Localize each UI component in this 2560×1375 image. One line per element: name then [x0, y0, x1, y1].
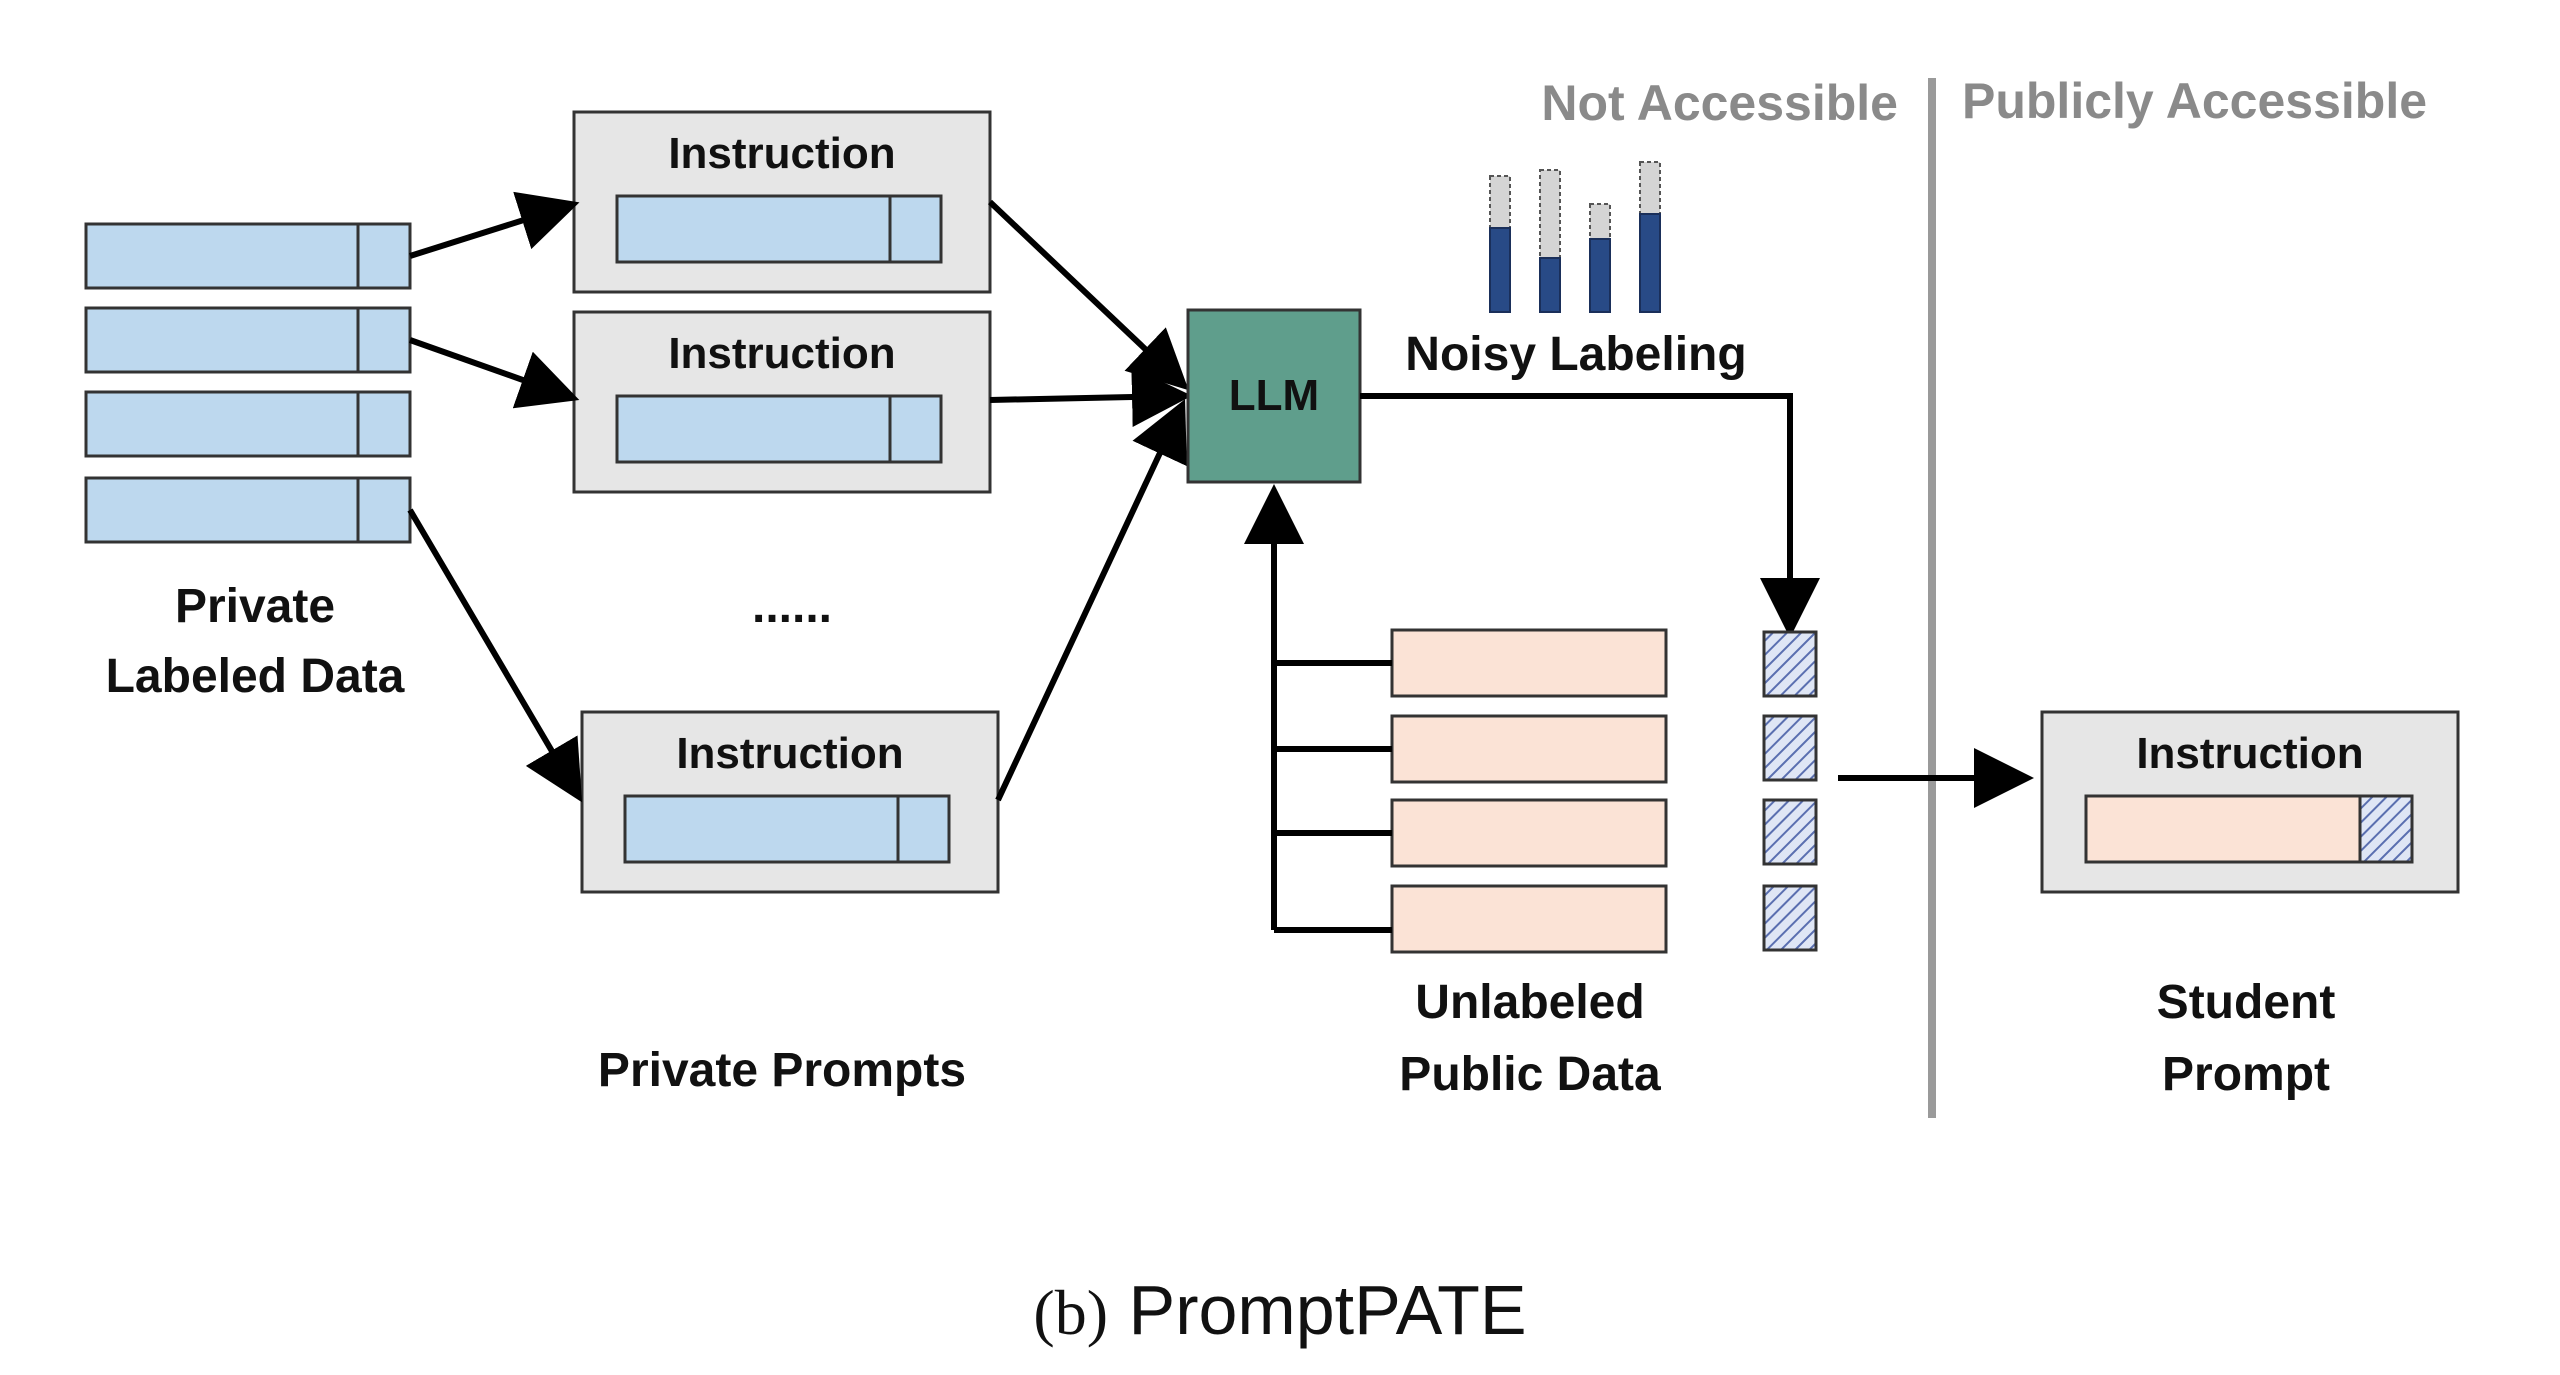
prompt-to-llm-arrow [987, 199, 1189, 391]
noisy-labels-column [1762, 630, 1818, 952]
noisy-label-square [1762, 714, 1818, 782]
private-prompts-label: Private Prompts [598, 1044, 966, 1097]
noisy-label-square [1762, 884, 1818, 952]
private-prompt-box: Instruction [572, 310, 992, 494]
prompt-to-llm-arrow [995, 399, 1187, 802]
private-data-row [84, 390, 412, 458]
vote-bar [1539, 257, 1561, 313]
public-data-row [1390, 798, 1668, 868]
private-data-label-line1: Private [175, 580, 335, 633]
figure-caption: (b) PromptPATE [1033, 1271, 1526, 1349]
instruction-label: Instruction [676, 729, 903, 778]
vote-histogram [1489, 161, 1661, 313]
noisy-label-square [1762, 630, 1818, 698]
private-data-row [84, 476, 412, 544]
public-data-row [1390, 884, 1668, 954]
data-to-prompt-arrow [407, 508, 583, 803]
vote-bar [1489, 227, 1511, 313]
vote-bar [1639, 213, 1661, 313]
unlabeled-label-line1: Unlabeled [1415, 976, 1644, 1029]
public-data-to-llm-connector [1244, 484, 1392, 933]
instruction-label: Instruction [668, 329, 895, 378]
private-prompt-box: Instruction [572, 110, 992, 294]
private-labeled-data-stack [84, 222, 412, 544]
private-data-label-line2: Labeled Data [106, 650, 405, 703]
llm-to-labels-arrow [1360, 393, 1820, 638]
vote-bar [1589, 238, 1611, 313]
not-accessible-label: Not Accessible [1541, 75, 1898, 131]
data-to-prompt-arrow [409, 191, 580, 259]
instruction-label: Instruction [2136, 729, 2363, 778]
unlabeled-label-line2: Public Data [1399, 1048, 1661, 1101]
instruction-label: Instruction [668, 129, 895, 178]
private-prompt-box: Instruction [580, 710, 1000, 894]
noisy-label-square [1762, 798, 1818, 866]
public-data-row [1390, 628, 1668, 698]
noisy-labeling-label: Noisy Labeling [1405, 328, 1746, 381]
ellipsis: ...... [752, 580, 832, 633]
data-to-prompt-arrow [408, 337, 580, 409]
prompt-to-llm-arrow [989, 367, 1192, 428]
unlabeled-public-data-stack [1390, 628, 1668, 954]
private-data-row [84, 306, 412, 374]
publicly-accessible-label: Publicly Accessible [1962, 73, 2427, 129]
llm-box: LLM [1186, 308, 1362, 484]
student-label-line1: Student [2157, 976, 2336, 1029]
llm-label: LLM [1229, 371, 1319, 420]
private-data-row [84, 222, 412, 290]
public-data-row [1390, 714, 1668, 784]
student-label-square [2358, 794, 2414, 864]
caption-title: PromptPATE [1129, 1271, 1527, 1349]
student-prompt-box: Instruction [2040, 710, 2460, 894]
caption-prefix: (b) [1033, 1277, 1108, 1348]
student-label-line2: Prompt [2162, 1048, 2330, 1101]
